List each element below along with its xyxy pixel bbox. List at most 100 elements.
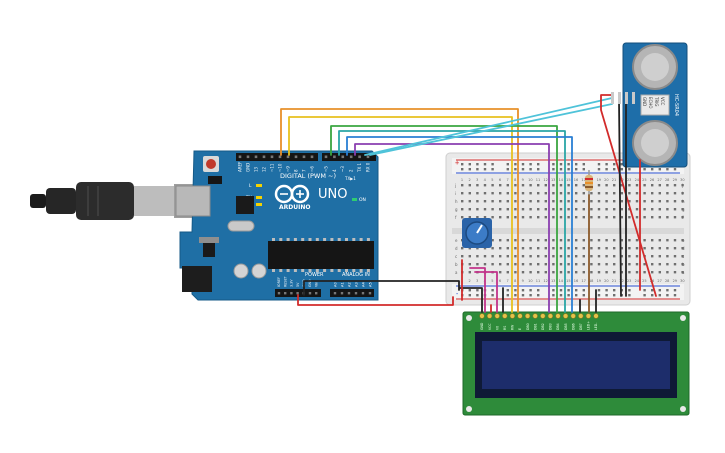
digital-pin-label: 13	[253, 166, 258, 172]
column-number: 21	[612, 178, 616, 182]
row-letter: e	[455, 238, 458, 243]
column-number: 19	[597, 279, 601, 283]
column-number: 12	[543, 279, 547, 283]
rail-minus-label: -	[455, 290, 459, 298]
wire[interactable]	[364, 97, 613, 156]
digital-label: DIGITAL (PWM ~)	[280, 172, 336, 180]
rail-plus-label: +	[455, 159, 459, 167]
lcd-pin-label: LED+	[587, 321, 591, 330]
sensor-pin	[611, 92, 614, 104]
breadboard-holes	[461, 163, 684, 297]
analog-pin-label: A2	[347, 282, 351, 287]
analog-pin-label: A4	[361, 282, 365, 287]
arduino-brand: ARDUINO	[279, 204, 310, 211]
digital-pin-label: RX 0	[365, 162, 370, 172]
analog-header	[330, 289, 374, 297]
lcd-pin-label: DB5	[564, 323, 568, 330]
wire[interactable]	[459, 287, 483, 313]
potentiometer[interactable]	[462, 218, 492, 248]
column-number: 2	[468, 178, 470, 182]
column-number: 29	[673, 279, 677, 283]
column-number: 7	[506, 279, 508, 283]
row-letter: h	[455, 199, 458, 204]
wire[interactable]	[297, 294, 454, 306]
digital-pin-label: 4	[332, 169, 337, 172]
digital-pin-label: ~5	[323, 166, 328, 172]
wire[interactable]	[354, 143, 550, 313]
power-pin-label: IOREF	[277, 277, 281, 287]
column-number: 9	[522, 279, 524, 283]
power-pin-label: 3.3V	[290, 279, 294, 287]
digital-pin-label: 8	[293, 169, 298, 172]
sensor-pin	[618, 92, 621, 104]
row-letter: b	[455, 262, 458, 267]
lcd-pin-label: DB7	[579, 323, 583, 330]
column-number: 10	[528, 279, 532, 283]
wire[interactable]	[469, 267, 486, 313]
column-number: 9	[522, 178, 524, 182]
row-letter: g	[455, 207, 458, 212]
column-number: 27	[657, 279, 661, 283]
digital-pin-label: ~3	[340, 166, 345, 172]
wire[interactable]	[618, 99, 622, 297]
row-letter: a	[682, 270, 685, 275]
tx1-label: TX▶1	[344, 176, 356, 181]
digital-pin-label: ~10	[277, 163, 282, 172]
row-letter: b	[682, 262, 685, 267]
column-number: 6	[499, 279, 501, 283]
microcontroller-chip	[268, 241, 374, 269]
column-number: 15	[566, 178, 570, 182]
wire[interactable]	[330, 125, 558, 313]
usb-chip	[236, 196, 254, 214]
wire[interactable]	[303, 280, 460, 296]
wire[interactable]	[280, 108, 519, 313]
dc-jack	[182, 266, 212, 292]
wire[interactable]	[600, 94, 657, 297]
usb-port	[175, 185, 211, 217]
lcd-pin-label: RS	[503, 326, 507, 330]
column-number: 6	[499, 178, 501, 182]
lcd-pin-label: GND	[480, 322, 484, 330]
column-number: 25	[642, 279, 646, 283]
lcd-pin-label: LED-	[594, 323, 598, 330]
digital-header-left	[236, 153, 318, 161]
column-number: 1	[461, 178, 463, 182]
column-number: 14	[559, 178, 564, 182]
digital-pin-label: ~6	[309, 166, 314, 172]
column-number: 3	[476, 178, 478, 182]
lcd-pin-label: V0	[495, 326, 499, 330]
row-letter: d	[682, 246, 685, 251]
wire[interactable]	[474, 271, 498, 313]
lcd-pin-label: DB2	[541, 323, 545, 330]
power-pin-label: 5V	[296, 282, 300, 287]
lcd-pin-label: VCC	[488, 323, 492, 330]
wire[interactable]	[288, 116, 513, 313]
lcd-pin-label: E	[518, 328, 522, 330]
column-number: 19	[597, 178, 601, 182]
column-number: 20	[604, 279, 608, 283]
row-letter: h	[682, 199, 685, 204]
column-number: 17	[581, 279, 585, 283]
column-number: 30	[680, 178, 684, 182]
sensor-pin-label: TRIG	[654, 96, 659, 107]
usb-cable	[30, 182, 198, 220]
sensor-pin-label: GND	[642, 97, 647, 106]
analog-pin-label: A0	[333, 282, 337, 287]
lcd-pin-label: RW	[511, 324, 515, 330]
column-number: 25	[642, 178, 646, 182]
digital-pin-label: 7	[301, 169, 306, 172]
column-number: 23	[627, 279, 631, 283]
row-letter: i	[682, 191, 683, 196]
power-label: POWER	[305, 272, 324, 278]
column-number: 13	[551, 178, 555, 182]
arduino-infinity-logo	[274, 184, 310, 204]
power-pin-label: RESET	[283, 275, 287, 287]
column-number: 13	[551, 279, 555, 283]
column-number: 5	[491, 178, 493, 182]
wire[interactable]	[338, 130, 566, 313]
wire[interactable]	[369, 103, 613, 156]
